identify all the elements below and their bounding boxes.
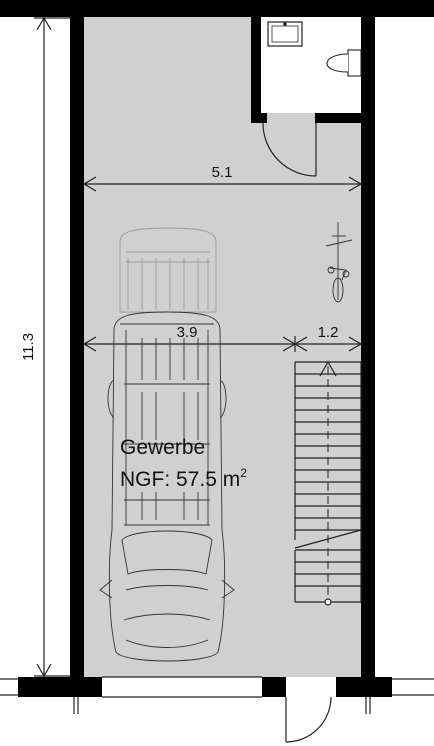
wc-wall-bottom bbox=[315, 113, 361, 123]
bottom-wall-right bbox=[336, 677, 392, 697]
top-wall bbox=[0, 0, 434, 17]
entry-door-swing-icon bbox=[285, 696, 332, 743]
depth-label: 11.3 bbox=[20, 333, 37, 361]
right-wall bbox=[361, 17, 375, 677]
bottom-wall-left bbox=[18, 677, 102, 697]
room-area: NGF: 57.5 m2 bbox=[120, 466, 247, 491]
sink-icon bbox=[267, 21, 303, 47]
bottom-wall-middle bbox=[262, 677, 286, 697]
parking-width-dimension bbox=[82, 336, 363, 352]
floor-area bbox=[84, 17, 361, 677]
room-area-value: NGF: 57.5 m bbox=[120, 468, 240, 491]
interior-width-label: 5.1 bbox=[212, 164, 233, 181]
wc-wall-stub bbox=[261, 113, 267, 123]
bicycle-icon bbox=[325, 222, 353, 303]
car-icon bbox=[99, 311, 235, 662]
car-shadow-icon bbox=[119, 227, 217, 313]
room-area-unit: 2 bbox=[240, 466, 247, 480]
staircase-icon bbox=[294, 360, 362, 606]
parking-width-label: 3.9 bbox=[177, 324, 198, 341]
room-name: Gewerbe bbox=[120, 436, 205, 459]
depth-dimension bbox=[34, 16, 70, 678]
toilet-icon bbox=[326, 49, 362, 77]
wc-wall-left bbox=[251, 17, 261, 123]
left-wall bbox=[70, 17, 84, 677]
door-swing-icon bbox=[262, 122, 317, 177]
interior-width-dimension bbox=[82, 176, 363, 192]
side-width-label: 1.2 bbox=[318, 324, 339, 341]
